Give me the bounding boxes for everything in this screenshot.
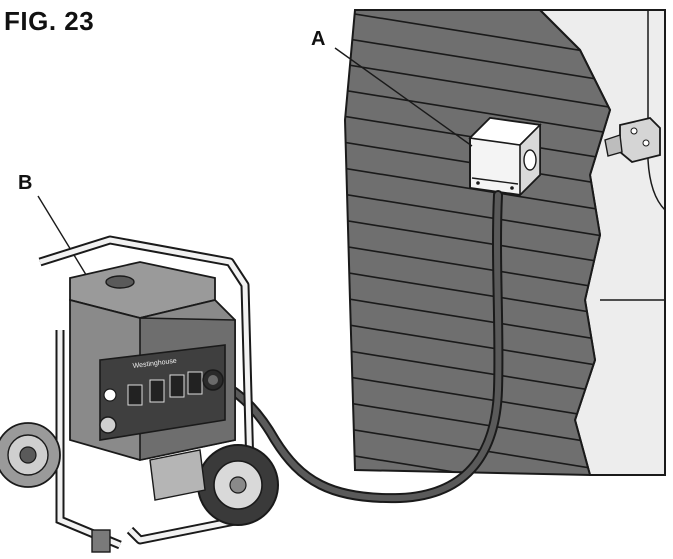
- callout-label-a: A: [311, 28, 326, 50]
- electrical-box-icon: [604, 117, 661, 163]
- figure-title: FIG. 23: [4, 6, 95, 36]
- callout-label-b: B: [18, 172, 33, 194]
- power-inlet-box-icon: [468, 116, 542, 197]
- portable-generator: Westinghouse: [0, 235, 279, 553]
- leader-line-b: [37, 195, 89, 279]
- leader-line-a: [334, 47, 473, 147]
